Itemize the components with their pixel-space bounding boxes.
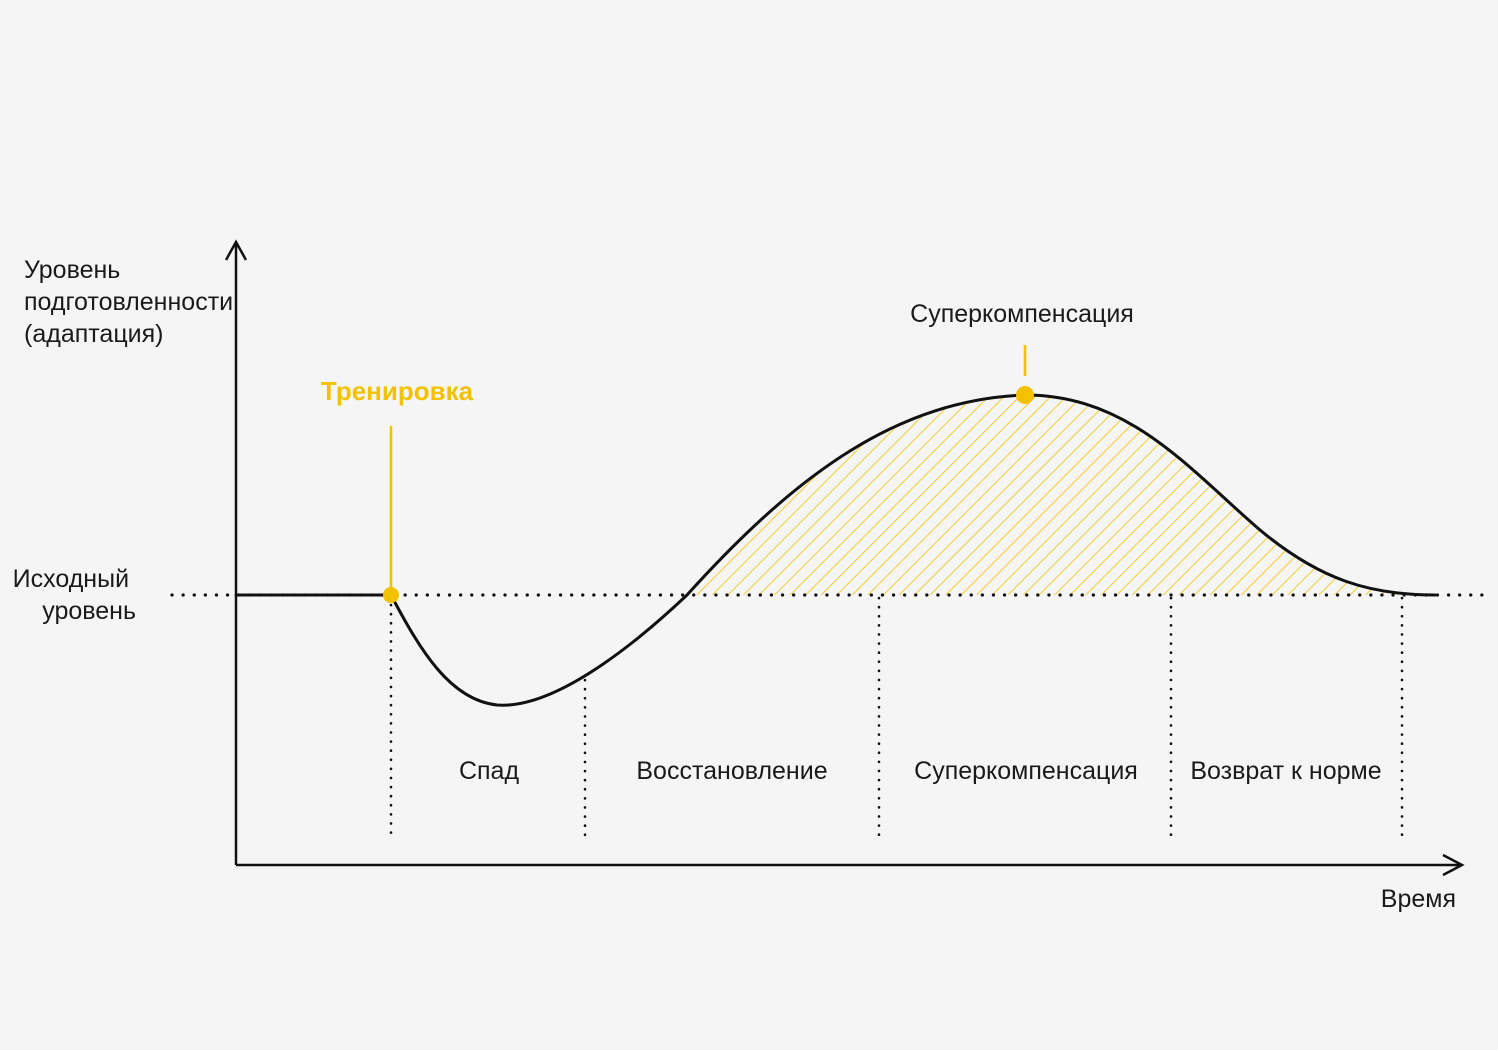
y-axis-label: Уровень подготовленности (адаптация)	[24, 256, 240, 348]
superavit-hatch-area	[687, 395, 1420, 595]
training-label: Тренировка	[321, 376, 474, 406]
phase-label-return: Возврат к норме	[1190, 757, 1381, 785]
phase-label-decline: Спад	[459, 757, 519, 785]
peak-point	[1016, 386, 1034, 404]
baseline-label: Исходный уровень	[13, 565, 136, 625]
phase-separators	[389, 596, 1404, 840]
training-point	[383, 587, 399, 603]
phase-label-recovery: Восстановление	[636, 757, 827, 785]
y-axis-arrow-icon	[224, 239, 248, 261]
x-axis-label: Время	[1381, 885, 1456, 913]
phase-label-supercompensation: Суперкомпенсация	[914, 757, 1138, 785]
adaptation-curve	[234, 393, 1437, 707]
x-axis-arrow-icon	[1442, 853, 1465, 877]
peak-label: Суперкомпенсация	[910, 300, 1134, 328]
